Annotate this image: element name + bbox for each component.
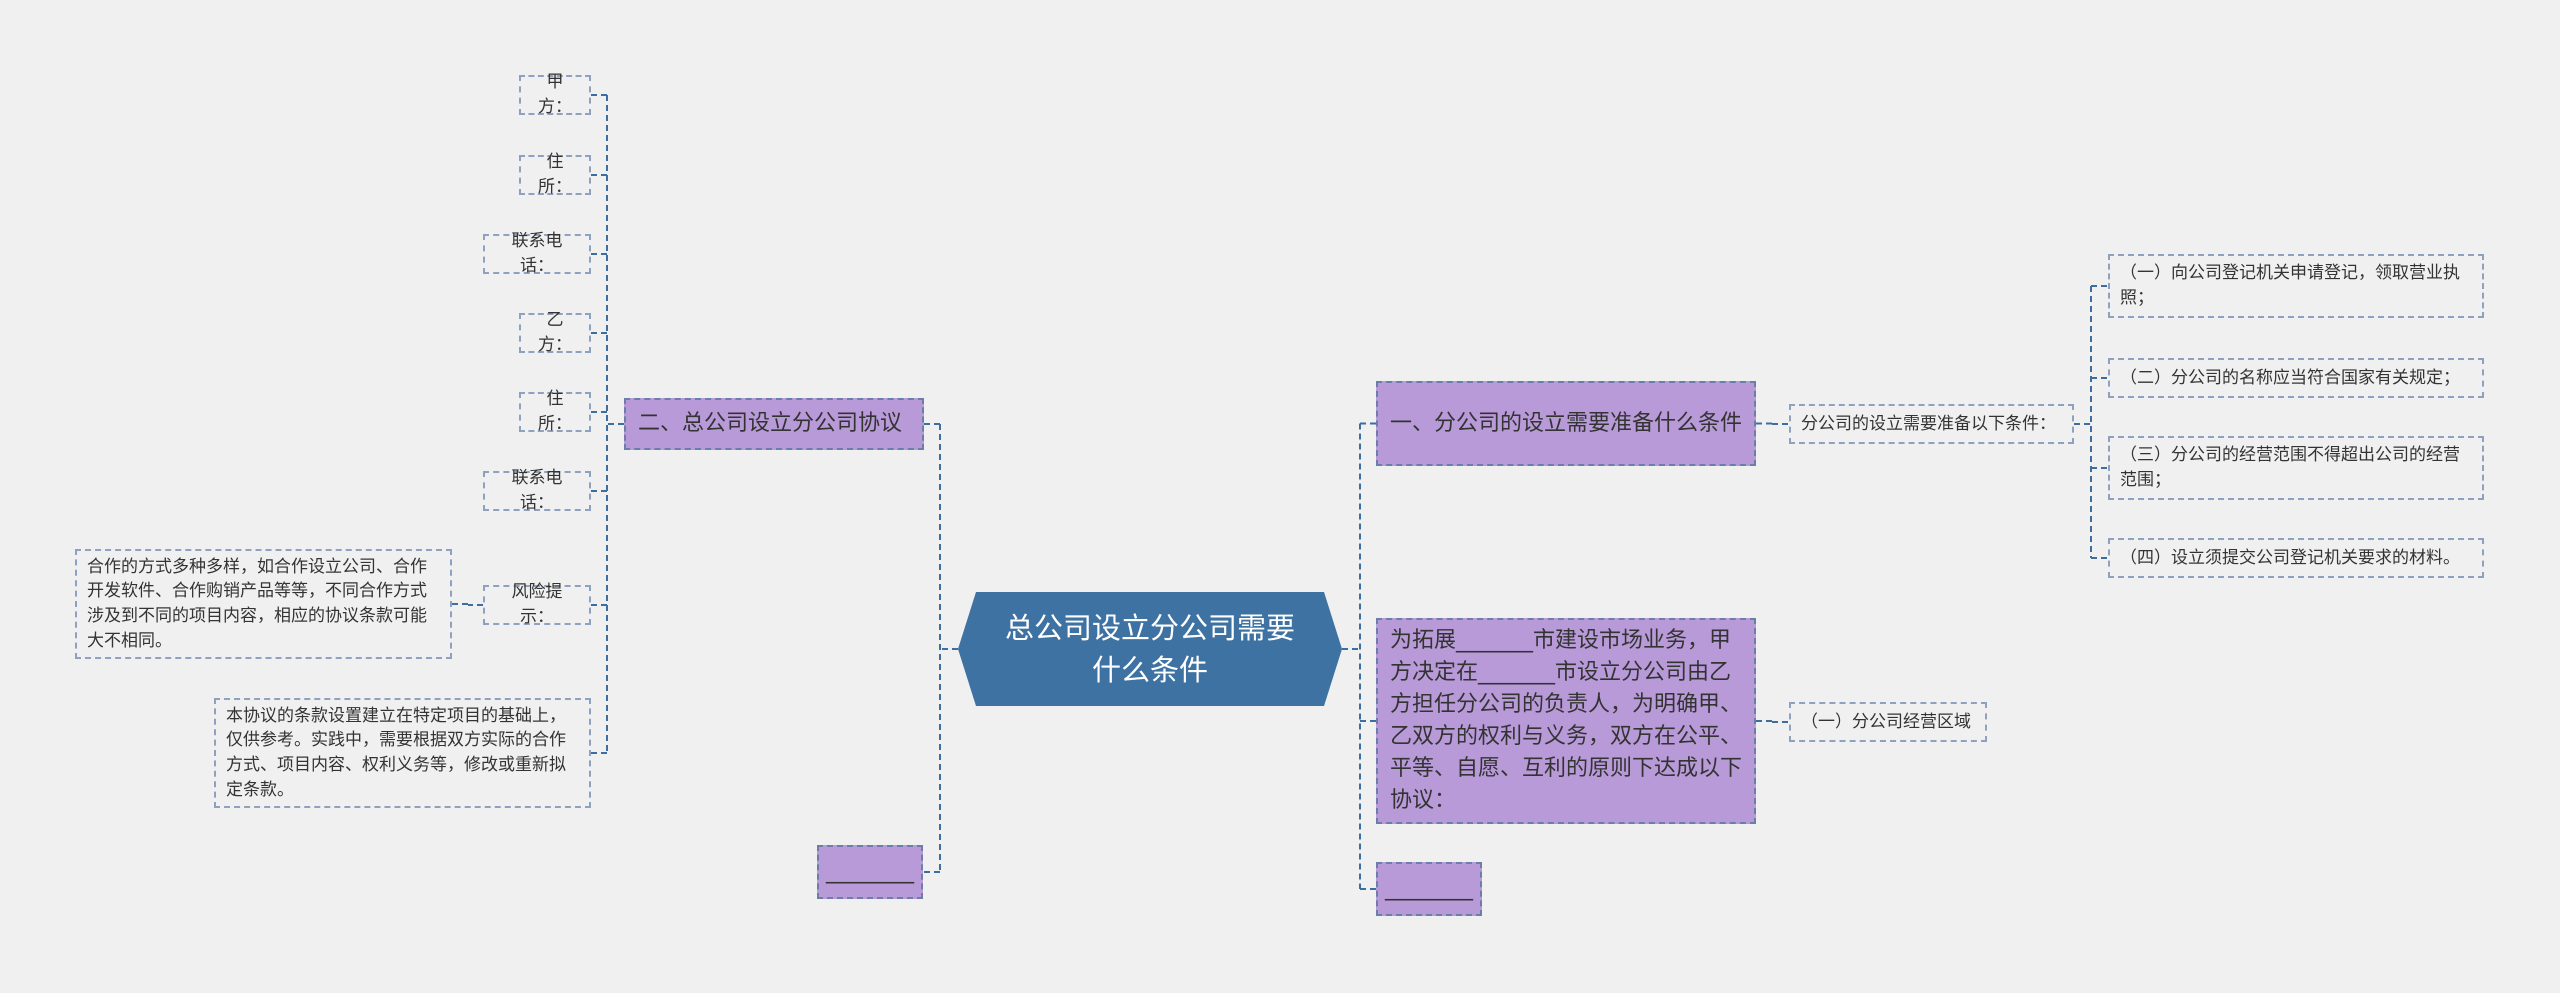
preamble-text: 为拓展_______市建设市场业务，甲方决定在_______市设立分公司由乙方担… bbox=[1390, 628, 1743, 813]
disclaimer-text: 本协议的条款设置建立在特定项目的基础上，仅供参考。实践中，需要根据双方实际的合作… bbox=[226, 705, 566, 800]
conditions-summary[interactable]: 分公司的设立需要准备以下条件： bbox=[1789, 404, 2074, 444]
risk-note-text: 合作的方式多种多样，如合作设立公司、合作开发软件、合作购销产品等等，不同合作方式… bbox=[87, 556, 427, 651]
branch-agreement[interactable]: 二、总公司设立分公司协议 bbox=[624, 398, 924, 450]
condition-4[interactable]: （四）设立须提交公司登记机关要求的材料。 bbox=[2108, 538, 2484, 578]
party-a-label: 甲方： bbox=[538, 72, 572, 117]
left-blank-node[interactable]: ________ bbox=[817, 845, 923, 899]
phone-field-b[interactable]: 联系电话： bbox=[483, 468, 591, 513]
address-b-label: 住所： bbox=[538, 389, 572, 434]
business-region-text: （一）分公司经营区域 bbox=[1801, 711, 1971, 732]
right-blank-node[interactable]: ________ bbox=[1376, 862, 1482, 916]
party-a-field[interactable]: 甲方： bbox=[519, 72, 591, 117]
condition-2[interactable]: （二）分公司的名称应当符合国家有关规定； bbox=[2108, 358, 2484, 398]
condition-4-text: （四）设立须提交公司登记机关要求的材料。 bbox=[2120, 547, 2460, 568]
address-label: 住所： bbox=[538, 152, 572, 197]
right-blank-label: ________ bbox=[1385, 876, 1473, 902]
business-region[interactable]: （一）分公司经营区域 bbox=[1789, 702, 1987, 742]
root-label: 总公司设立分公司需要什么条件 bbox=[1004, 610, 1295, 687]
phone-label: 联系电话： bbox=[511, 231, 563, 276]
address-field[interactable]: 住所： bbox=[519, 152, 591, 197]
branch-agreement-label: 二、总公司设立分公司协议 bbox=[638, 411, 903, 437]
branch-conditions-label: 一、分公司的设立需要准备什么条件 bbox=[1390, 410, 1743, 436]
disclaimer-note[interactable]: 本协议的条款设置建立在特定项目的基础上，仅供参考。实践中，需要根据双方实际的合作… bbox=[214, 698, 591, 808]
branch-agreement-preamble[interactable]: 为拓展_______市建设市场业务，甲方决定在_______市设立分公司由乙方担… bbox=[1376, 618, 1756, 824]
phone-field[interactable]: 联系电话： bbox=[483, 231, 591, 276]
conditions-summary-text: 分公司的设立需要准备以下条件： bbox=[1801, 413, 2056, 434]
branch-conditions[interactable]: 一、分公司的设立需要准备什么条件 bbox=[1376, 381, 1756, 466]
party-b-label: 乙方： bbox=[538, 310, 572, 355]
condition-2-text: （二）分公司的名称应当符合国家有关规定； bbox=[2120, 367, 2460, 388]
condition-1-text: （一）向公司登记机关申请登记，领取营业执照； bbox=[2120, 263, 2460, 308]
condition-3-text: （三）分公司的经营范围不得超出公司的经营范围； bbox=[2120, 445, 2460, 490]
condition-3[interactable]: （三）分公司的经营范围不得超出公司的经营范围； bbox=[2108, 436, 2484, 500]
risk-note[interactable]: 合作的方式多种多样，如合作设立公司、合作开发软件、合作购销产品等等，不同合作方式… bbox=[75, 549, 452, 659]
risk-label: 风险提示： bbox=[511, 582, 563, 627]
party-b-field[interactable]: 乙方： bbox=[519, 310, 591, 355]
address-field-b[interactable]: 住所： bbox=[519, 389, 591, 434]
left-blank-label: ________ bbox=[826, 859, 914, 885]
phone-b-label: 联系电话： bbox=[511, 468, 563, 513]
root-node[interactable]: 总公司设立分公司需要什么条件 bbox=[958, 592, 1342, 706]
risk-field[interactable]: 风险提示： bbox=[483, 582, 591, 627]
condition-1[interactable]: （一）向公司登记机关申请登记，领取营业执照； bbox=[2108, 254, 2484, 318]
